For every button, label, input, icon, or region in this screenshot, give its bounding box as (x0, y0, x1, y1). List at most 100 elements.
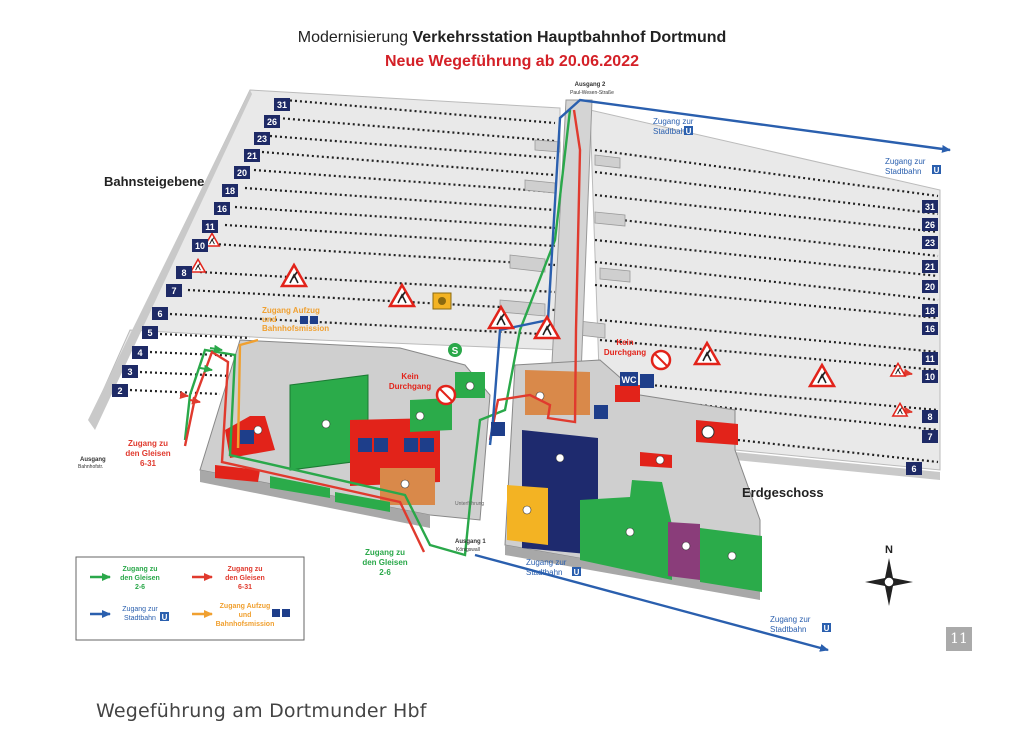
platform-badge-left-26: 26 (264, 115, 280, 128)
tracks-left (129, 98, 556, 396)
accessible-icon (640, 374, 654, 388)
tracks-right (594, 148, 939, 464)
legend: Zugang zu den Gleisen 2-6 Zugang zu den … (75, 556, 305, 641)
image-caption: Wegeführung am Dortmunder Hbf (96, 700, 427, 722)
svg-text:Durchgang: Durchgang (604, 348, 646, 357)
accessible-icon (240, 430, 254, 444)
svg-text:7: 7 (927, 432, 932, 442)
svg-text:10: 10 (925, 372, 935, 382)
svg-text:Stadtbahn: Stadtbahn (124, 615, 156, 622)
platform-badge-right-26: 26 (922, 218, 938, 231)
platform-badge-left-7: 7 (166, 284, 182, 297)
svg-text:21: 21 (247, 151, 257, 161)
route-green (183, 109, 572, 557)
platform-badge-left-23: 23 (254, 132, 270, 145)
svg-text:U: U (686, 127, 692, 136)
svg-text:7: 7 (171, 286, 176, 296)
wc-icon (594, 405, 608, 419)
access-label-elevator: Zugang Aufzug und Bahnhofsmission (262, 306, 329, 333)
platform-badge-left-21: 21 (244, 149, 260, 162)
svg-text:den Gleisen: den Gleisen (125, 449, 170, 458)
exit-left-street: Bahnhofstr. (78, 464, 103, 470)
platform-badge-right-6: 6 (906, 462, 922, 475)
svg-text:und: und (239, 612, 252, 619)
platform-badge-left-4: 4 (132, 346, 148, 359)
platform-badge-left-31: 31 (274, 98, 290, 111)
platform-badge-right-23: 23 (922, 236, 938, 249)
clock-icon (701, 425, 715, 439)
svg-text:den Gleisen: den Gleisen (225, 575, 265, 582)
svg-text:18: 18 (225, 186, 235, 196)
svg-text:2-6: 2-6 (379, 568, 391, 577)
svg-text:Zugang Aufzug: Zugang Aufzug (262, 306, 320, 315)
svg-text:3: 3 (127, 367, 132, 377)
map-subtitle: Neue Wegeführung ab 20.06.2022 (385, 53, 639, 70)
svg-text:6-31: 6-31 (140, 459, 157, 468)
platform-badge-right-11: 11 (922, 352, 938, 365)
platform-badge-left-8: 8 (176, 266, 192, 279)
platform-badge-left-3: 3 (122, 365, 138, 378)
svg-text:31: 31 (277, 100, 287, 110)
platform-deck-right-edge (735, 452, 940, 480)
svg-text:Stadtbahn: Stadtbahn (653, 127, 689, 136)
stadtbahn-label-east: Zugang zur Stadtbahn U (885, 157, 941, 176)
no-entry-icon (435, 384, 457, 406)
svg-text:Zugang zu: Zugang zu (123, 566, 158, 573)
lift-icon (491, 422, 505, 436)
stairs (499, 139, 631, 339)
info-icon (404, 438, 418, 452)
exit2-street: Paul-Wesen-Straße (570, 90, 614, 96)
svg-text:2: 2 (117, 386, 122, 396)
exit2-title: Ausgang 2 (575, 82, 606, 88)
svg-text:und: und (262, 315, 277, 324)
page-number-badge: 11 (946, 627, 972, 651)
svg-text:20: 20 (237, 168, 247, 178)
platform-badge-left-11: 11 (202, 220, 218, 233)
platform-badge-left-16: 16 (214, 202, 230, 215)
passage-label: Unterführung (455, 501, 484, 507)
svg-text:Kein: Kein (401, 372, 418, 381)
svg-text:10: 10 (195, 241, 205, 251)
shop-red-wc (615, 385, 640, 402)
platform-badge-left-10: 10 (192, 239, 208, 252)
svg-text:den Gleisen: den Gleisen (362, 558, 407, 567)
shop-yellow (507, 485, 548, 545)
platform-badge-right-7: 7 (922, 430, 938, 443)
shop-green-strip1 (270, 476, 330, 498)
shop-green-strip2 (335, 492, 390, 512)
compass-icon: N (865, 544, 913, 606)
svg-text:Zugang Aufzug: Zugang Aufzug (220, 603, 271, 610)
shop-purple (668, 522, 700, 580)
platform-badge-left-5: 5 (142, 326, 158, 339)
svg-text:Bahnhofsmission: Bahnhofsmission (262, 324, 329, 333)
shop-green-small-left (410, 398, 452, 432)
exit1-title: Ausgang 1 (455, 539, 486, 545)
exit-left-title: Ausgang (80, 457, 106, 463)
route-red-center (488, 109, 582, 441)
platform-badge-right-31: 31 (922, 200, 938, 213)
elevator-icon-dot (438, 297, 446, 305)
svg-text:6: 6 (157, 309, 162, 319)
svg-text:Zugang zur: Zugang zur (885, 157, 926, 166)
svg-text:U: U (574, 568, 580, 577)
svg-text:20: 20 (925, 282, 935, 292)
no-passage-label-left: Kein Durchgang (389, 372, 431, 391)
svg-text:5: 5 (147, 328, 152, 338)
svg-text:11: 11 (925, 354, 935, 364)
svg-text:Kein: Kein (616, 338, 633, 347)
stadtbahn-label-south: Zugang zur Stadtbahn U (770, 615, 831, 634)
svg-text:23: 23 (257, 134, 267, 144)
svg-text:Stadtbahn: Stadtbahn (885, 167, 921, 176)
svg-text:31: 31 (925, 202, 935, 212)
platform-badge-left-2: 2 (112, 384, 128, 397)
svg-text:U: U (162, 613, 168, 622)
svg-text:Zugang zur: Zugang zur (122, 606, 158, 613)
svg-text:Zugang zur: Zugang zur (653, 117, 694, 126)
svg-text:U: U (934, 166, 940, 175)
svg-text:Zugang zu: Zugang zu (365, 548, 405, 557)
route-orange (236, 338, 259, 449)
svg-text:26: 26 (267, 117, 277, 127)
svg-text:Zugang zur: Zugang zur (526, 558, 567, 567)
